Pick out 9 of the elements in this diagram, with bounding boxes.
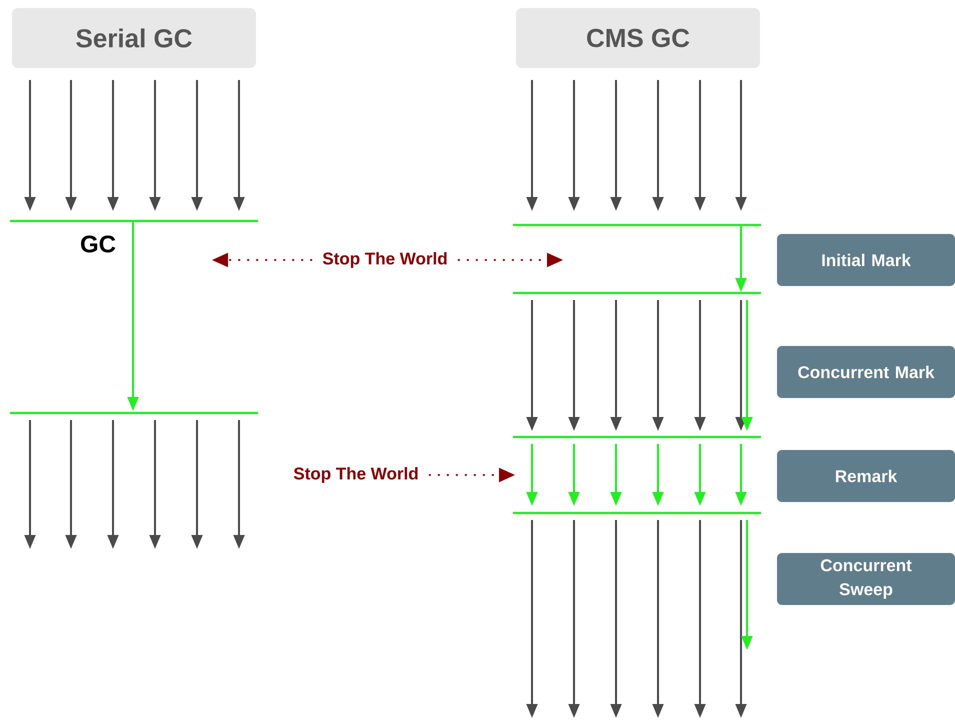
phase-box: Initial Mark <box>777 234 955 286</box>
title-box: CMS GC <box>516 8 760 68</box>
phase-label: GC <box>81 236 116 252</box>
phase-box: Concurrent Mark <box>777 346 955 398</box>
edge-label: Stop The World <box>322 252 447 268</box>
title-box: Serial GC <box>12 8 256 68</box>
phase-box: Remark <box>777 450 955 502</box>
edge-label: Stop The World <box>294 467 418 483</box>
phase-box: Concurrent Sweep <box>777 553 955 605</box>
